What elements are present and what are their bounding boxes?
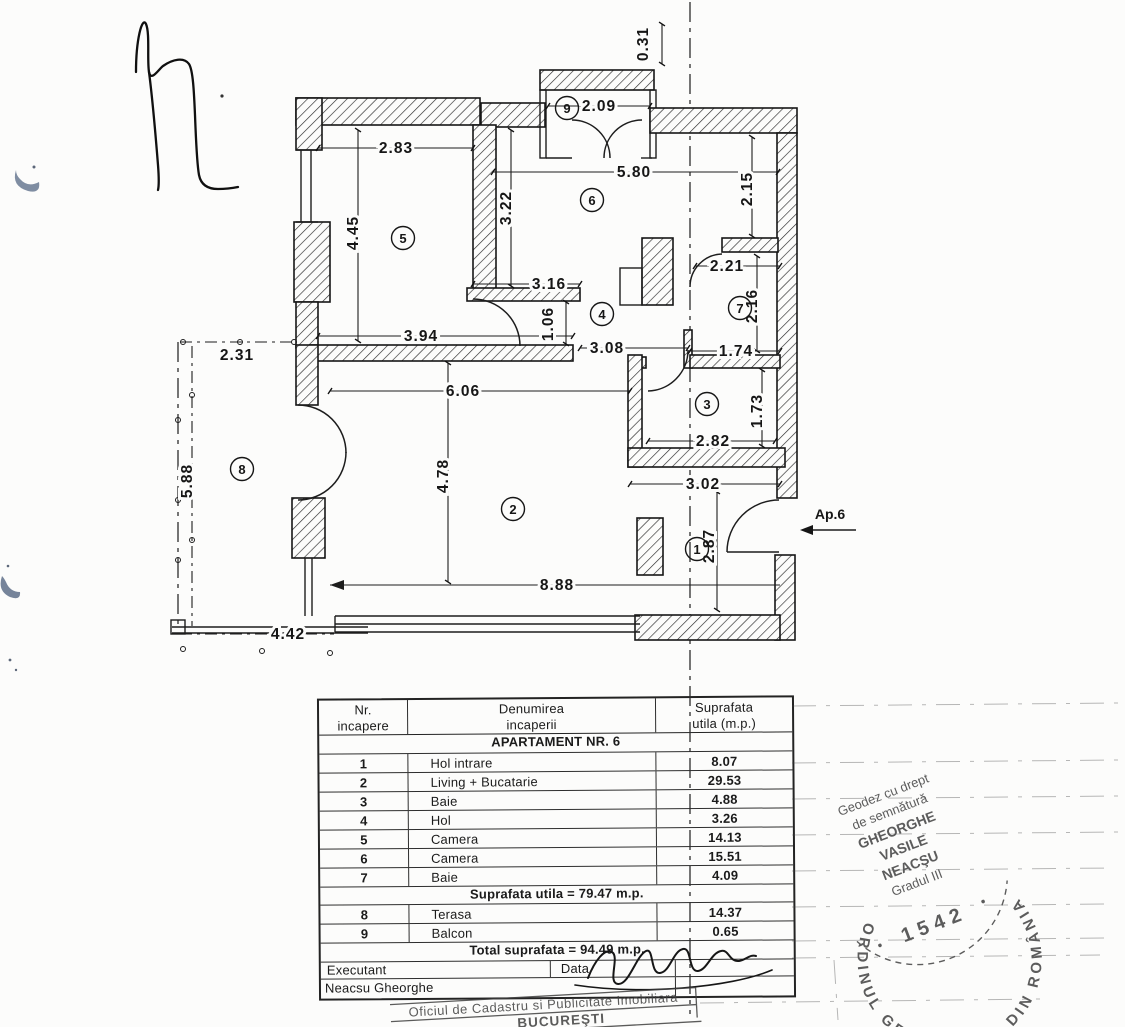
svg-text:ORDINUL GEODEZILOR DIN ROMÂNIA: ORDINUL GEODEZILOR DIN ROMÂNIA: [835, 861, 1074, 1027]
dim-label: 3.16: [532, 276, 566, 293]
dim-label: 2.16: [744, 289, 761, 323]
entrance-arrow: [800, 525, 813, 535]
executant-name: Neacsu Gheorghe: [320, 977, 677, 999]
dim-label: 3.08: [590, 340, 624, 357]
dim-label: 3.94: [404, 328, 438, 345]
row-nr: 4: [319, 811, 409, 830]
round-stamp: ORDINUL GEODEZILOR DIN ROMÂNIA Geodez cu…: [835, 770, 1074, 1027]
row-area: 4.88: [711, 791, 738, 807]
row-name: Baie: [408, 790, 657, 811]
dim-label: 2.21: [710, 258, 744, 275]
ink-blot: [0, 94, 224, 672]
pen-squiggle: [134, 21, 240, 192]
row-area: 3.26: [711, 810, 738, 826]
row-nr: 5: [319, 830, 409, 849]
dim-label: 2.82: [696, 433, 730, 450]
table-header-row: Nr. incapere Denumirea incaperii Suprafa…: [318, 697, 793, 736]
stamp-line: de semnătură: [850, 790, 930, 833]
subtotal-text: Suprafata utila = 79.47 m.p.: [469, 885, 644, 902]
dim-label: 1.74: [719, 343, 753, 360]
row-nr: 8: [320, 905, 410, 924]
executant-name-row: Neacsu Gheorghe: [320, 976, 794, 999]
entrance-marker: Ap.6: [800, 506, 856, 535]
stamp-ring-text: ORDINUL GEODEZILOR DIN ROMÂNIA: [835, 861, 1074, 1027]
row-name: Hol intrare: [408, 752, 657, 773]
entrance-label: Ap.6: [815, 506, 846, 522]
dim-label: 8.88: [540, 577, 574, 594]
dim-label: 1.73: [749, 394, 766, 428]
room-number: 3: [703, 397, 710, 412]
dim-label: 2.87: [701, 529, 718, 563]
row-area: 14.37: [708, 904, 743, 920]
room-number: 6: [588, 193, 595, 208]
dim-label: 6.06: [446, 383, 480, 400]
row-area: 15.51: [708, 848, 742, 864]
walls: [291, 69, 798, 641]
dim-label: 0.31: [635, 27, 652, 61]
row-area: 14.13: [708, 829, 742, 845]
room-number: 9: [563, 101, 570, 116]
row-name: Terasa: [409, 903, 658, 924]
row-name: Camera: [408, 828, 657, 849]
dim-label: 4.45: [345, 216, 362, 250]
room-numbers: 1 2 3 4 5 6 7 8 9: [229, 95, 753, 562]
dim-label: 3.02: [686, 476, 720, 493]
row-area: 0.65: [712, 923, 739, 939]
dim-label: 1.06: [540, 307, 557, 341]
stamp-number: 1542: [898, 902, 970, 947]
row-name: Baie: [409, 866, 658, 887]
room-number: 5: [399, 231, 406, 246]
dim-label: 3.22: [498, 191, 515, 225]
windows-and-edges: [170, 149, 652, 635]
row-nr: 3: [319, 792, 409, 811]
dim-label: 4.78: [435, 459, 452, 493]
row-nr: 2: [319, 773, 409, 792]
area-table: Nr. incapere Denumirea incaperii Suprafa…: [316, 695, 797, 1001]
row-name: Camera: [409, 847, 658, 868]
row-area: 8.07: [711, 753, 738, 769]
header-nr: Nr. incapere: [318, 700, 409, 735]
row-name: Balcon: [409, 922, 658, 943]
stamp-line: GHEORGHE: [856, 808, 938, 852]
header-name: Denumirea incaperii: [407, 698, 657, 735]
stamp-line: Geodez cu drept: [836, 770, 931, 819]
door-arcs: [297, 119, 780, 553]
dimension-labels: 2.83 2.09 0.31 5.80 3.22 2.15 4.45 3.16 …: [176, 24, 769, 646]
header-area: Suprafata utila (m.p.): [692, 699, 757, 732]
room-number: 2: [509, 502, 516, 517]
stamp-line: NEACŞU: [880, 847, 941, 883]
dim-label: 2.83: [379, 140, 413, 157]
row-area: 29.53: [707, 772, 742, 788]
dim-label: 4.42: [271, 626, 305, 643]
dim-label: 2.09: [582, 98, 616, 115]
dim-label: 2.31: [220, 347, 254, 364]
row-area: 4.09: [712, 867, 739, 883]
row-nr: 9: [320, 924, 410, 943]
room-number: 7: [736, 301, 743, 316]
dim-label: 5.88: [179, 464, 196, 498]
rect-stamp-line2: BUCUREŞTI: [517, 1011, 605, 1027]
dim-label: 2.15: [739, 172, 756, 206]
dim-label: 5.80: [617, 164, 651, 181]
stamp-line: Gradul III: [889, 866, 944, 899]
stamp-line: VASILE: [877, 831, 929, 864]
data-label: Data: [550, 960, 676, 978]
row-nr: 7: [320, 868, 410, 887]
dimension-lines: [180, 21, 783, 656]
executant-label: Executant: [320, 961, 551, 979]
room-number: 4: [598, 307, 606, 322]
row-name: Hol: [408, 809, 657, 830]
room-number: 1: [693, 542, 700, 557]
row-nr: 1: [319, 754, 409, 773]
section-title: APARTAMENT NR. 6: [491, 733, 621, 750]
total-text: Total suprafata = 94.49 m.p.: [469, 941, 646, 958]
room-number: 8: [238, 462, 245, 477]
row-nr: 6: [320, 849, 410, 868]
row-name: Living + Bucatarie: [408, 771, 657, 792]
